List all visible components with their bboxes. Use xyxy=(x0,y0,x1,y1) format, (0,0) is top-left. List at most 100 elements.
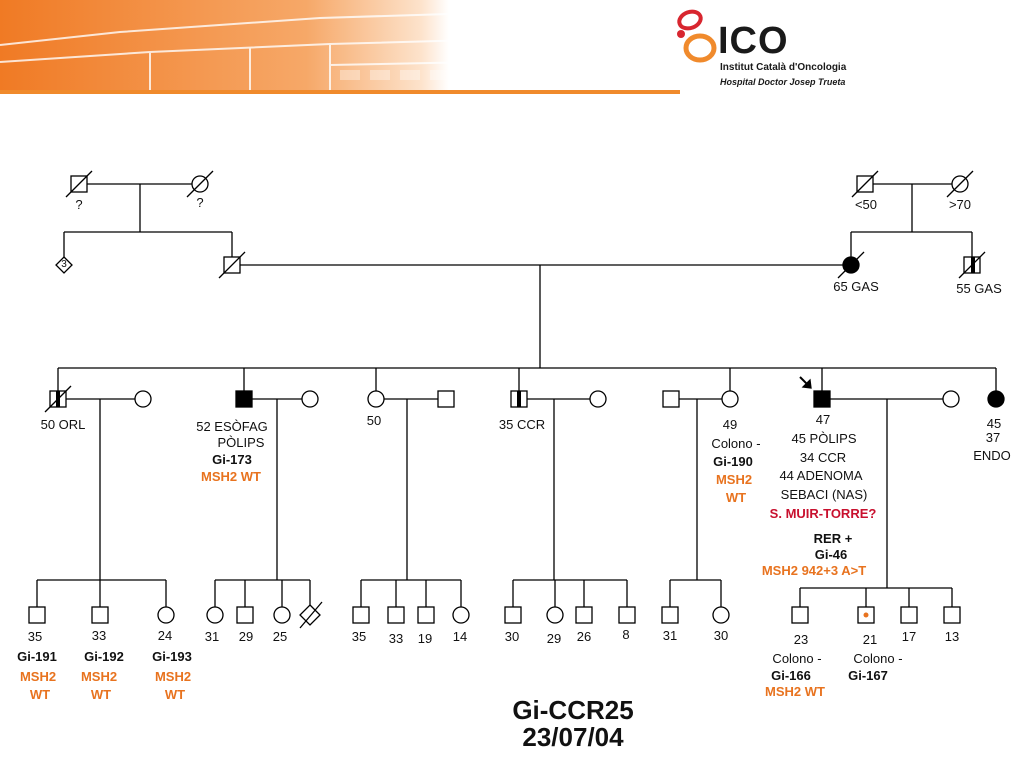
gen2-siblings-diamond xyxy=(55,256,73,274)
gen4-g6-age-2: 21 xyxy=(862,632,878,647)
gen3-c6-syndrome: S. MUIR-TORRE? xyxy=(769,506,877,521)
gen4-g4-age-4: 8 xyxy=(622,627,630,642)
header-banner xyxy=(0,0,717,94)
family-caption: Gi-CCR25 23/07/04 xyxy=(512,697,633,751)
gen3-c5-id: Gi-190 xyxy=(713,454,753,469)
gen4-g3-daughter xyxy=(452,606,470,624)
gen3-c6-proband xyxy=(813,390,831,408)
gen3-c2-male-affected xyxy=(235,390,253,408)
gen3-c4-label: 35 CCR xyxy=(498,417,546,432)
gen3-c6-age: 47 xyxy=(815,412,831,427)
proband-arrow-icon xyxy=(799,376,812,389)
gen4-g3-age-1: 35 xyxy=(351,629,367,644)
gen2-sibling-count: 3 xyxy=(61,259,67,270)
gen4-g1-result-1a: MSH2 xyxy=(19,669,57,684)
gen4-g4-son1 xyxy=(504,606,522,624)
gen4-g1-result-2b: WT xyxy=(90,687,112,702)
gen4-g2-daughter1 xyxy=(206,606,224,624)
gen4-g1-result-2a: MSH2 xyxy=(80,669,118,684)
gen4-g2-son xyxy=(236,606,254,624)
gen3-c6-rer: RER + xyxy=(813,531,853,546)
gen4-g1-id-2: Gi-192 xyxy=(84,649,124,664)
gen3-c6-dx-2: 34 CCR xyxy=(799,450,847,465)
gen4-g4-son3 xyxy=(618,606,636,624)
gen4-g4-daughter xyxy=(546,606,564,624)
gen3-c7-age-1: 45 xyxy=(986,416,1002,431)
gen2-aunt-label: 55 GAS xyxy=(956,281,1002,296)
gen3-c2-label-1: 52 ESÒFAG xyxy=(196,419,268,434)
gen4-g5-age-1: 31 xyxy=(662,628,678,643)
gen4-g3-son3 xyxy=(417,606,435,624)
gen4-g6-result-1: MSH2 WT xyxy=(765,684,825,699)
gen1-label-paternal-grandmother: ? xyxy=(196,195,204,210)
gen4-g6-id-2: Gi-167 xyxy=(848,668,888,683)
gen4-g6-son3 xyxy=(900,606,918,624)
gen4-g6-age-1: 23 xyxy=(793,632,809,647)
gen3-c6-dx-1: 45 PÒLIPS xyxy=(791,431,857,446)
gen4-g5-age-2: 30 xyxy=(713,628,729,643)
gen3-c7-age-2: 37 xyxy=(985,430,1001,445)
gen3-c6-mutation: MSH2 942+3 A>T xyxy=(761,563,867,578)
gen3-c2-result: MSH2 WT xyxy=(201,469,261,484)
gen3-c2-spouse xyxy=(301,390,319,408)
family-id: Gi-CCR25 xyxy=(512,695,634,725)
gen4-g2-age-2: 29 xyxy=(238,629,254,644)
gen4-g6-id-1: Gi-166 xyxy=(771,668,811,683)
gen4-g1-son2 xyxy=(91,606,109,624)
gen4-g6-colono-2: Colono - xyxy=(853,651,903,666)
gen4-g5-son xyxy=(661,606,679,624)
gen3-c5-result-2: WT xyxy=(725,490,747,505)
gen4-g3-son1 xyxy=(352,606,370,624)
gen4-g1-result-3b: WT xyxy=(164,687,186,702)
gen3-c7-female-affected xyxy=(987,390,1005,408)
gen4-g3-son2 xyxy=(387,606,405,624)
gen4-g4-age-1: 30 xyxy=(504,629,520,644)
gen1-label-paternal-grandfather: ? xyxy=(75,197,83,212)
gen4-g1-daughter xyxy=(157,606,175,624)
gen4-g1-result-3a: MSH2 xyxy=(154,669,192,684)
gen1-label-maternal-grandmother: >70 xyxy=(948,197,972,212)
gen3-c1-label: 50 ORL xyxy=(40,417,86,432)
gen4-g3-age-2: 33 xyxy=(388,631,404,646)
gen4-g3-age-4: 14 xyxy=(452,629,468,644)
gen4-g1-id-3: Gi-193 xyxy=(152,649,192,664)
logo-institution-name: Institut Català d'Oncologia xyxy=(720,62,847,73)
gen3-c3-label: 50 xyxy=(366,413,382,428)
gen4-g2-daughter2 xyxy=(273,606,291,624)
gen4-g6-son1 xyxy=(791,606,809,624)
gen3-c5-spouse xyxy=(662,390,680,408)
gen3-c2-label-2: PÒLIPS xyxy=(217,435,265,450)
gen4-g4-age-3: 26 xyxy=(576,629,592,644)
gen4-g4-son2 xyxy=(575,606,593,624)
gen3-c5-colono: Colono - xyxy=(711,436,761,451)
gen4-g6-son4 xyxy=(943,606,961,624)
gen3-c6-id: Gi-46 xyxy=(814,547,848,562)
gen3-c5-female xyxy=(721,390,739,408)
gen3-c6-dx-3: 44 ADENOMA xyxy=(779,468,863,483)
gen3-c6-dx-4: SEBACI (NAS) xyxy=(780,487,868,502)
logo-wordmark: ICO xyxy=(718,20,789,62)
gen4-g1-age-3: 24 xyxy=(157,628,173,643)
gen3-c1-spouse xyxy=(134,390,152,408)
gen4-g2-age-3: 25 xyxy=(272,629,288,644)
gen4-g6-age-4: 13 xyxy=(944,629,960,644)
gen1-label-maternal-grandfather: <50 xyxy=(854,197,878,212)
gen3-c5-age: 49 xyxy=(722,417,738,432)
ico-logo-mark xyxy=(677,9,717,63)
gen4-g1-result-1b: WT xyxy=(29,687,51,702)
gen3-c6-spouse xyxy=(942,390,960,408)
gen4-g6-age-3: 17 xyxy=(901,629,917,644)
family-date: 23/07/04 xyxy=(522,722,624,752)
logo-hospital-name: Hospital Doctor Josep Trueta xyxy=(720,77,846,87)
gen2-mother-label: 65 GAS xyxy=(833,279,879,294)
gen3-c3-female xyxy=(367,390,385,408)
gen3-c2-id: Gi-173 xyxy=(212,452,252,467)
gen3-c7-dx: ENDO xyxy=(973,448,1011,463)
gen4-g1-id-1: Gi-191 xyxy=(17,649,57,664)
gen4-g4-age-2: 29 xyxy=(546,631,562,646)
gen4-g1-son1 xyxy=(28,606,46,624)
gen4-g2-age-1: 31 xyxy=(204,629,220,644)
gen3-c5-result-1: MSH2 xyxy=(715,472,753,487)
gen4-g6-colono-1: Colono - xyxy=(772,651,822,666)
